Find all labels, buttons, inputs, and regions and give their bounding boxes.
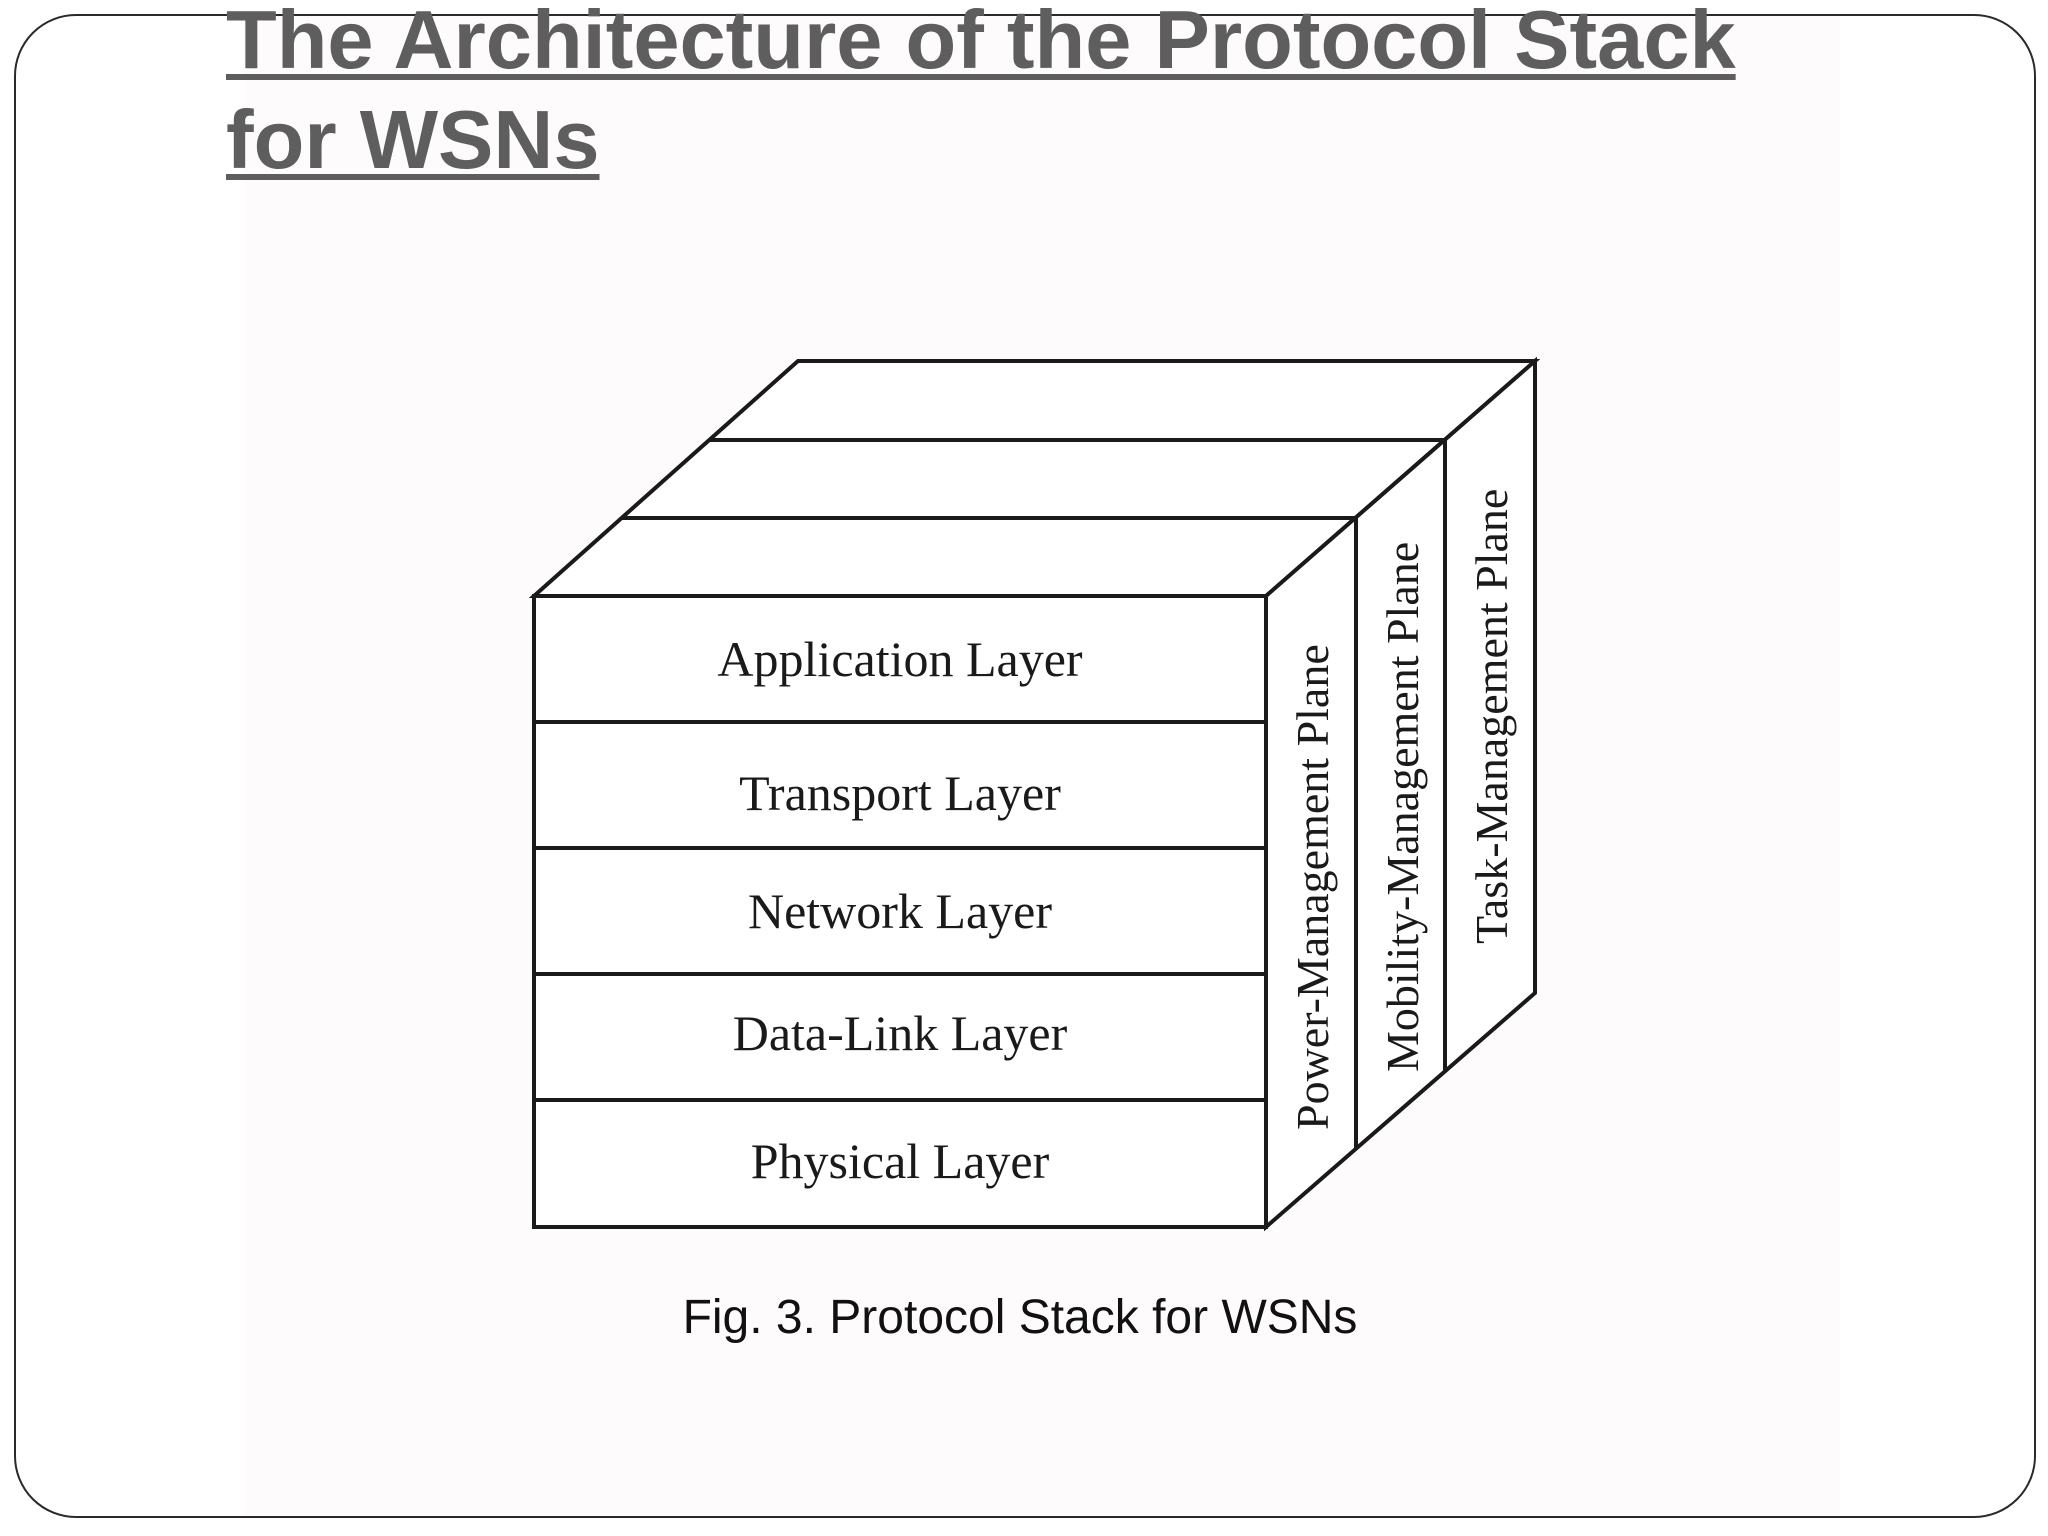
layer-label-transport: Transport Layer <box>739 765 1061 821</box>
layer-label-data-link: Data-Link Layer <box>733 1005 1068 1061</box>
cube-front-face <box>532 594 1268 1229</box>
plane-label-power: Power-Management Plane <box>1287 644 1338 1130</box>
layer-label-application: Application Layer <box>717 631 1082 687</box>
plane-label-task: Task-Management Plane <box>1466 489 1517 944</box>
figure-caption: Fig. 3. Protocol Stack for WSNs <box>682 1291 1358 1344</box>
slide-title: The Architecture of the Protocol Stack f… <box>226 0 1736 186</box>
layer-label-physical: Physical Layer <box>751 1133 1050 1189</box>
plane-label-mobility: Mobility-Management Plane <box>1377 542 1428 1072</box>
slide-frame <box>14 14 2036 1518</box>
layer-label-network: Network Layer <box>748 883 1052 939</box>
